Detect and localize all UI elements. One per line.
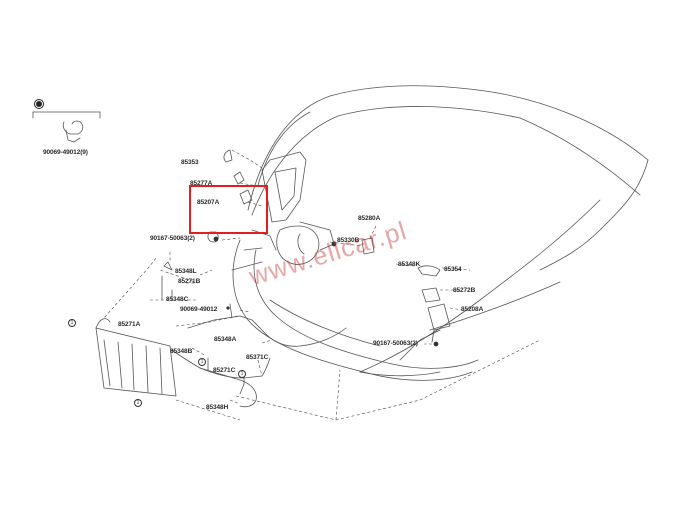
label-85348a: 85348A [214, 336, 237, 343]
label-85271a: 85271A [118, 321, 141, 328]
label-85330b: 85330B [337, 237, 360, 244]
label-85207a: 85207A [197, 199, 220, 206]
label-85271c: 85271C [213, 367, 236, 374]
callout-circle: 1 [198, 358, 206, 366]
label-85348c: 85348C [166, 296, 189, 303]
label-85272b: 85272B [453, 287, 476, 294]
label-85348b: 85348B [170, 348, 193, 355]
label-85280a: 85280A [358, 215, 381, 222]
label-85353: 85353 [181, 159, 199, 166]
callout-circle: 1 [68, 319, 76, 327]
label-85348k: 85348K [398, 261, 421, 268]
label-85277a: 85277A [190, 180, 213, 187]
callout-circle: 1 [238, 370, 246, 378]
clip-drawing [62, 120, 84, 135]
legend-part-number: 90069-49012(9) [43, 149, 88, 156]
label-85348h: 85348H [206, 404, 229, 411]
label-85348l: 85348L [175, 268, 197, 275]
label-85354: 85354 [444, 266, 462, 273]
label-85371c: 85371C [246, 354, 269, 361]
label-85271b: 85271B [178, 278, 201, 285]
hood-outline [247, 85, 649, 211]
label-90069-49012: 90069-49012 [180, 306, 218, 313]
bumper-outline [232, 239, 473, 381]
nozzle-body [361, 237, 375, 255]
label-90167-50063-left: 90167-50063(2) [150, 235, 195, 242]
legend-badge-icon [34, 99, 44, 109]
washer-tank [95, 327, 177, 397]
callout-circle: 1 [134, 399, 142, 407]
highlight-box [189, 185, 268, 234]
label-90167-50063-right: 90167-50063(2) [373, 340, 418, 347]
headlamp-housing [261, 151, 307, 223]
label-85208a: 85208A [461, 306, 484, 313]
washer-hose [171, 349, 257, 408]
